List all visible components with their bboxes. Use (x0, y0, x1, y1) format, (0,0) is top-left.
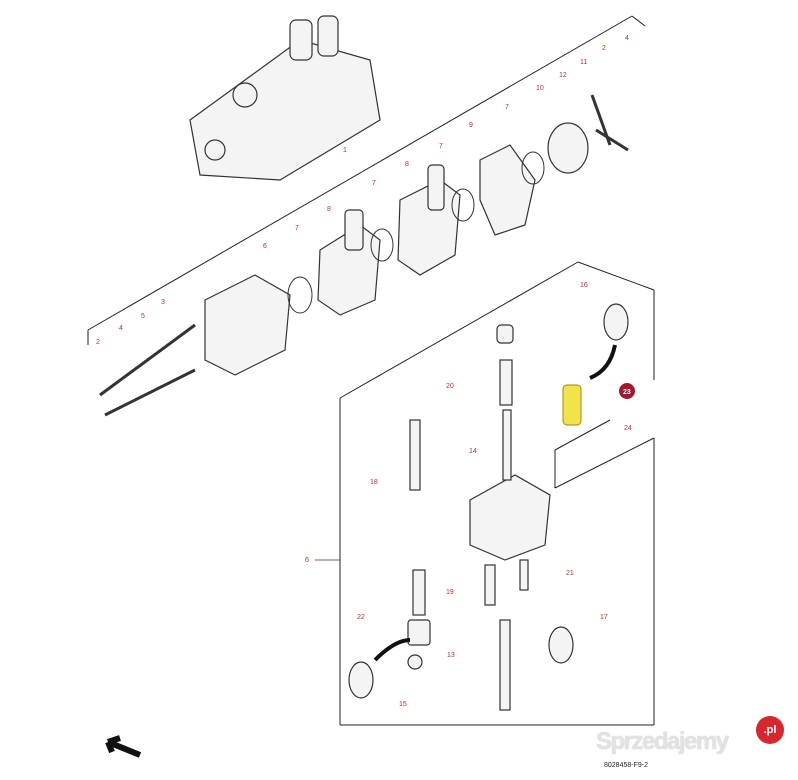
callout-14: 14 (469, 448, 477, 455)
callout-3: 3 (161, 299, 165, 306)
parts-bags (348, 303, 629, 699)
callout-21: 21 (566, 570, 574, 577)
callout-17: 17 (600, 614, 608, 621)
arrow-icon (373, 638, 411, 662)
upper-frame-edge (631, 15, 646, 27)
callout-4: 4 (625, 35, 629, 42)
callout-19: 19 (446, 589, 454, 596)
section-detail (407, 324, 582, 711)
lower-frame-top (339, 261, 579, 399)
callout-15: 15 (399, 701, 407, 708)
callout-7: 7 (295, 225, 299, 232)
callout-7: 7 (439, 143, 443, 150)
callout-24: 24 (624, 425, 632, 432)
callout-badge-23 (619, 383, 635, 399)
watermark-badge: .pl (756, 716, 784, 744)
inset-frame-top (554, 419, 611, 451)
tie-rods (99, 94, 629, 417)
callout-18: 18 (370, 479, 378, 486)
callout-1: 1 (343, 147, 347, 154)
callout-10: 10 (536, 85, 544, 92)
callout-13: 13 (447, 652, 455, 659)
upper-frame-top (87, 15, 633, 331)
lower-frame-top-right (577, 261, 655, 291)
callout-6: 6 (263, 243, 267, 250)
highlighted-part-23 (562, 384, 582, 426)
valve-sections (204, 122, 589, 376)
watermark-logo: Sprzedajemy (596, 728, 729, 755)
inset-frame (554, 437, 655, 489)
callout-2: 2 (602, 45, 606, 52)
orientation-arrow-icon (105, 735, 142, 758)
valve-bank-assembly (189, 15, 381, 181)
callout-7: 7 (505, 104, 509, 111)
arrow-icon (589, 344, 617, 380)
callout-23: 23 (623, 389, 631, 396)
callout-6: 6 (305, 557, 309, 564)
callout-16: 16 (580, 282, 588, 289)
callout-2: 2 (96, 339, 100, 346)
callout-8: 8 (405, 161, 409, 168)
callout-9: 9 (469, 122, 473, 129)
callout-22: 22 (357, 614, 365, 621)
callout-4: 4 (119, 325, 123, 332)
callout-12: 12 (559, 72, 567, 79)
callout-7: 7 (372, 180, 376, 187)
callout-20: 20 (446, 383, 454, 390)
callout-11: 11 (580, 59, 587, 66)
callout-8: 8 (327, 206, 331, 213)
callout-5: 5 (141, 313, 145, 320)
figure-code: 8028458-F9-2 (604, 762, 648, 769)
